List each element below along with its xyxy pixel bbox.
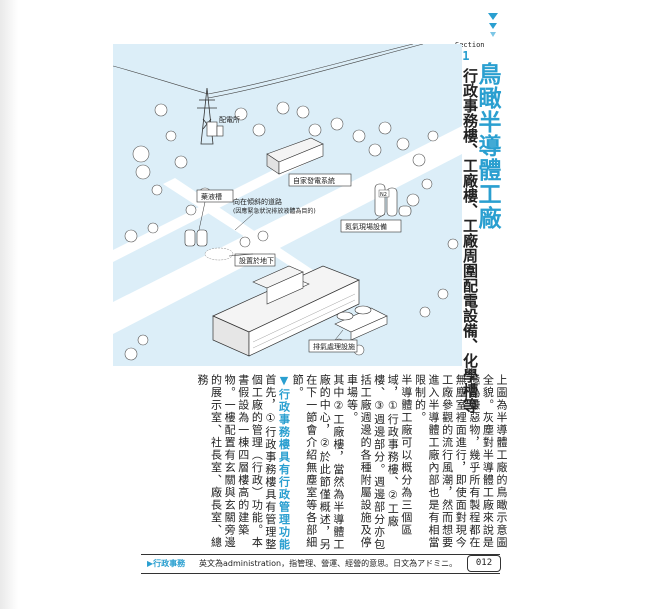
trees [124, 101, 459, 361]
footnote-bar: ▶行政事務 英文為administration，指管理、營運、經營的意思。日文為… [141, 554, 500, 574]
label-nitrogen: 氮氣現場設備 [345, 222, 387, 231]
section-label: Section [455, 41, 485, 49]
label-slope-road: 向在傾斜的道路 [233, 197, 282, 206]
body-text: 上圖為半導體工廠的鳥瞰示意圖全貌。灰塵對半導體工廠來說是極為嫌惡物，幾乎所有製程… [168, 374, 508, 552]
label-underground: 設置於地下 [239, 256, 274, 265]
paragraph-4: 首先，①行政事務樓具有管理整個工廠的管理（行政）功能。本書假設為一棟四層樓高的建… [195, 374, 277, 551]
label-exhaust: 排氣處理設施 [313, 342, 355, 351]
label-substation: 配電所 [219, 115, 240, 124]
footnote-description: 英文為administration，指管理、營運、經營的意思。日文為アドミニ。 [199, 559, 458, 568]
paragraph-1: 上圖為半導體工廠的鳥瞰示意圖全貌。灰塵對半導體工廠來說是極為嫌惡物，幾乎所有製程… [413, 374, 508, 549]
n2-tag: N2 [380, 192, 387, 198]
power-generation-building [266, 137, 324, 175]
substation-icon [206, 121, 224, 137]
underground-pit [204, 247, 234, 261]
main-road [113, 126, 462, 334]
label-slope-road-note: (因應緊急狀況排放液體為目的) [233, 207, 316, 215]
label-chemical-tank: 藥液槽 [201, 192, 222, 201]
paragraph-2: 半導體工廠可以概分為三個區域，①行政事務樓、②工廠樓、③週邊部分。週邊部分亦包括… [345, 374, 413, 551]
page-title: 鳥瞰半導體工廠 [474, 62, 500, 230]
footnote-term: ▶行政事務 [147, 559, 186, 568]
label-power-system: 自家發電系統 [293, 176, 335, 185]
page-spine-shadow [0, 0, 18, 609]
section-arrow-icons [488, 13, 498, 37]
power-lines [113, 44, 424, 99]
page-subtitle: 行政事務樓、工廠樓、工廠周圍配電設備、化學槽等 [461, 68, 479, 413]
factory-birdseye-illustration: N2 配 [113, 44, 462, 366]
paragraph-3: 其中②工廠樓，當然為半導體工廠的中心，②於此節僅概述，另在下一節會介紹無塵室等各… [291, 374, 345, 551]
page-number: 012 [467, 555, 501, 572]
chemical-tanks [184, 229, 208, 247]
admin-building [252, 265, 304, 305]
cross-road [163, 178, 343, 294]
exhaust-facility [334, 305, 388, 341]
body-heading: ▼行政事務樓具有行政管理功能 [277, 374, 291, 551]
